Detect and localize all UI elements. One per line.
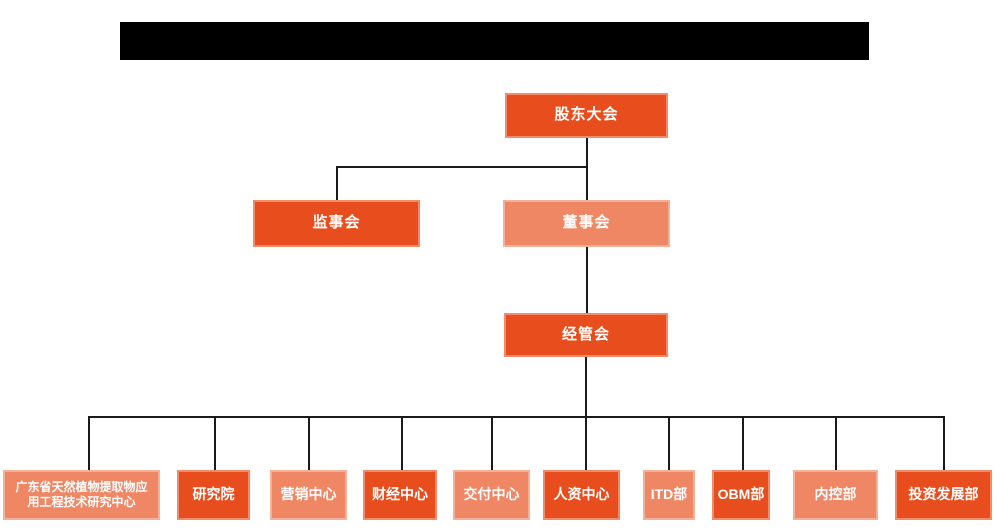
node-dept-internal-control: 内控部 xyxy=(793,470,878,520)
connector-line xyxy=(742,416,744,470)
node-shareholders-meeting: 股东大会 xyxy=(505,93,668,138)
node-dept-itd: ITD部 xyxy=(643,470,695,520)
connector-line xyxy=(336,166,338,200)
node-dept-investment-development: 投资发展部 xyxy=(895,470,992,520)
connector-line xyxy=(586,138,588,200)
node-dept-obm: OBM部 xyxy=(712,470,770,520)
connector-line xyxy=(88,416,90,470)
node-board-of-directors: 董事会 xyxy=(503,200,670,247)
node-dept-research-institute: 研究院 xyxy=(177,470,250,520)
node-dept-marketing-center: 营销中心 xyxy=(270,470,347,520)
connector-line xyxy=(88,416,945,418)
connector-line xyxy=(668,416,670,470)
connector-line xyxy=(585,357,587,470)
node-dept-research-center: 广东省天然植物提取物应用工程技术研究中心 xyxy=(3,470,160,520)
node-dept-delivery-center: 交付中心 xyxy=(453,470,530,520)
node-management-committee: 经管会 xyxy=(504,313,668,357)
connector-line xyxy=(308,416,310,470)
connector-line xyxy=(401,416,403,470)
node-dept-hr-center: 人资中心 xyxy=(543,470,620,520)
connector-line xyxy=(336,166,588,168)
connector-line xyxy=(586,247,588,313)
connector-line xyxy=(491,416,493,470)
connector-line xyxy=(835,416,837,470)
connector-line xyxy=(214,416,216,470)
node-supervisory-board: 监事会 xyxy=(253,200,420,247)
connector-line xyxy=(943,416,945,470)
redacted-title-bar xyxy=(120,22,869,60)
node-dept-finance-center: 财经中心 xyxy=(363,470,437,520)
